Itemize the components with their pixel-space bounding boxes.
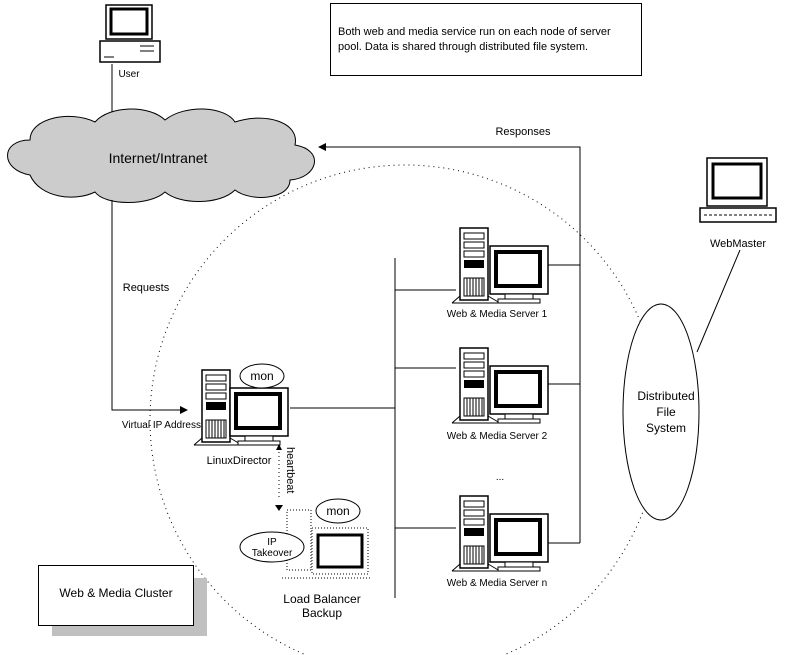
server-2-icon	[451, 347, 550, 425]
heartbeat-label: heartbeat	[284, 447, 296, 493]
responses-label: Responses	[495, 126, 551, 138]
user-label: User	[118, 69, 140, 80]
dfs-line-1: Distributed	[637, 389, 694, 403]
webmaster-link	[696, 249, 741, 353]
note-line-1: Both web and media service run on each n…	[338, 26, 611, 38]
backup-mon-label: mon	[326, 504, 349, 518]
ellipsis: ...	[496, 472, 504, 483]
internet-label: Internet/Intranet	[109, 150, 208, 166]
director-mon-label: mon	[250, 369, 273, 383]
distributed-file-system	[622, 303, 700, 521]
cluster-label: Web & Media Cluster	[59, 586, 172, 600]
note-box: Both web and media service run on each n…	[330, 3, 642, 76]
server-n-label: Web & Media Server n	[447, 578, 547, 589]
responses-arrow	[318, 143, 581, 543]
webmaster-computer-icon	[699, 157, 777, 223]
director-label: LinuxDirector	[207, 455, 272, 467]
internet-cloud-icon	[7, 108, 315, 203]
backup-label-1: Load Balancer	[283, 592, 360, 606]
backup-label-2: Backup	[302, 606, 342, 620]
cluster-label-box: Web & Media Cluster	[38, 565, 207, 636]
server-bus	[290, 258, 580, 598]
ip-takeover-line-2: Takeover	[252, 548, 293, 559]
user-computer-icon	[99, 4, 161, 63]
ip-takeover-line-1: IP	[267, 537, 277, 548]
requests-label: Requests	[123, 282, 170, 294]
director-mon-bubble	[239, 363, 285, 389]
dfs-line-3: System	[646, 421, 686, 435]
server-1-icon	[451, 227, 550, 305]
ip-takeover-bubble	[239, 531, 305, 563]
heartbeat-arrowheads	[275, 444, 283, 511]
server-2-label: Web & Media Server 2	[447, 431, 548, 442]
dfs-line-2: File	[656, 405, 676, 419]
backup-mon-bubble	[315, 498, 361, 524]
requests-arrow	[111, 200, 188, 414]
virtual-ip-label: Virtual IP Address	[122, 420, 201, 431]
server-1-label: Web & Media Server 1	[447, 309, 548, 320]
server-n-icon	[451, 495, 550, 573]
note-line-2: pool. Data is shared through distributed…	[338, 41, 588, 53]
webmaster-label: WebMaster	[710, 238, 766, 250]
